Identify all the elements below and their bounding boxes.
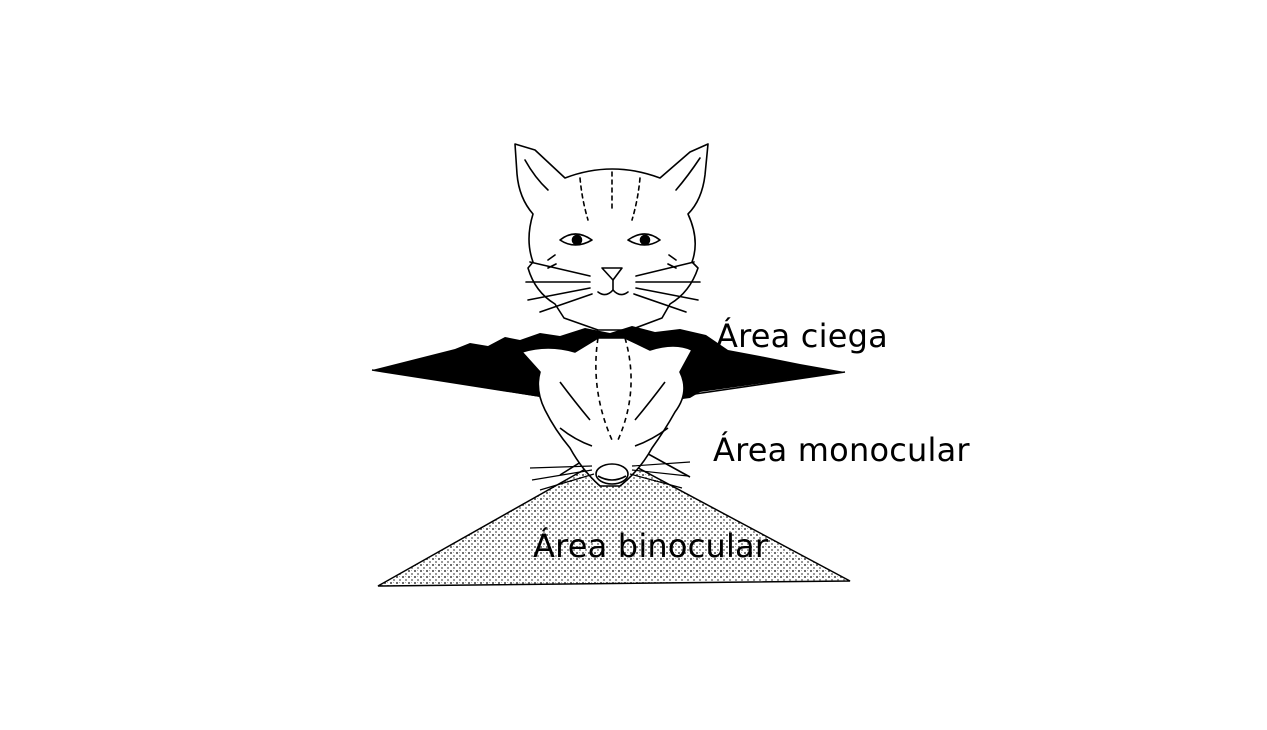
label-binocular-area: Área binocular [533,527,769,565]
label-monocular-area: Área monocular [713,431,970,469]
label-blind-area: Área ciega [716,317,888,355]
cat-face-front-icon [514,143,709,331]
cat-head-top-view-icon [521,337,693,491]
binocular-area-triangle [377,453,851,587]
